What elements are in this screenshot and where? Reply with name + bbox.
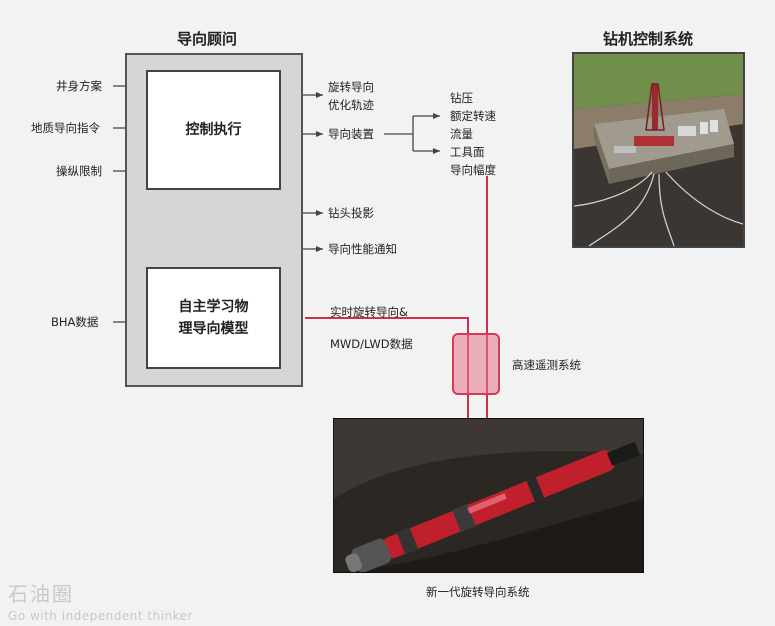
model-box-line1: 自主学习物	[178, 299, 249, 315]
input-well-plan: 井身方案	[56, 79, 102, 93]
watermark-slogan: Go with independent thinker	[8, 609, 193, 623]
telemetry-box	[452, 333, 500, 395]
tool-caption: 新一代旋转导向系统	[426, 585, 530, 599]
output-bit-projection: 钻头投影	[328, 206, 374, 220]
input-geo-steering: 地质导向指令	[31, 121, 100, 135]
rss-mwd-data-line	[305, 317, 469, 452]
parameter-flow: 流量	[450, 127, 473, 141]
advisor-title: 导向顾问	[177, 30, 238, 48]
parameter-rated-speed: 额定转速	[450, 109, 496, 123]
control-box-label: 控制执行	[185, 122, 242, 138]
rss-mwd-data-label: 实时旋转导向& MWD/LWD数据	[330, 296, 413, 360]
rss-tool-image	[333, 418, 644, 573]
rotary-steerable-tool-illustration	[334, 419, 643, 572]
parameter-wob: 钻压	[450, 91, 473, 105]
input-operating-limits: 操纵限制	[56, 164, 102, 178]
input-bha-data: BHA数据	[51, 315, 99, 329]
rig-title: 钻机控制系统	[603, 30, 694, 48]
watermark-logo: 石油圈	[8, 582, 74, 606]
control-box: 控制执行	[146, 70, 281, 190]
drilling-rig-illustration	[574, 54, 743, 246]
parameter-list-upper: 钻压 额定转速 流量	[450, 89, 496, 143]
output-rss-optimize: 旋转导向 优化轨迹	[328, 78, 374, 114]
output-rss-optimize-line1: 旋转导向	[328, 80, 374, 94]
telemetry-label: 高速遥测系统	[512, 358, 581, 372]
output-rss-optimize-line2: 优化轨迹	[328, 98, 374, 112]
rss-mwd-line1: 实时旋转导向&	[330, 305, 408, 319]
output-steering-notice: 导向性能通知	[328, 242, 397, 256]
model-box-line2: 理导向模型	[178, 321, 249, 337]
parameter-steering-amplitude: 导向幅度	[450, 163, 496, 177]
parameter-list-lower: 工具面 导向幅度	[450, 143, 496, 179]
rig-image	[572, 52, 745, 248]
parameter-toolface: 工具面	[450, 145, 485, 159]
rss-mwd-line2: MWD/LWD数据	[330, 337, 413, 351]
watermark: 石油圈 Go with independent thinker	[8, 578, 193, 623]
output-steering-device: 导向装置	[328, 127, 374, 141]
model-box: 自主学习物 理导向模型	[146, 267, 281, 369]
